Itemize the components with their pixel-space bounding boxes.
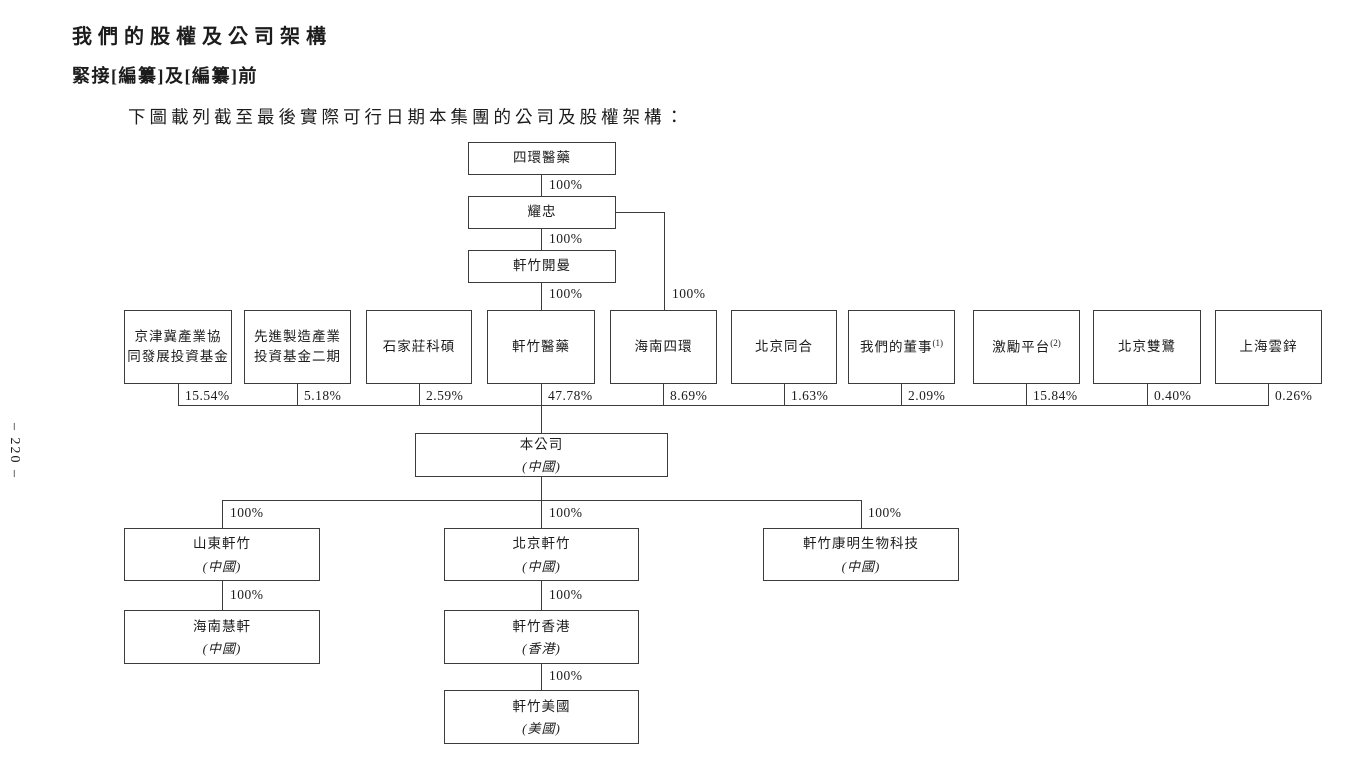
node-jingjinji-fund: 京津冀產業協 同發展投資基金 — [124, 310, 232, 384]
node-label: 軒竹美國 — [512, 698, 571, 714]
ownership-label: 100% — [549, 668, 583, 683]
node-label: 北京同合 — [755, 338, 813, 354]
node-shandong-xuanzhu: 山東軒竹 (中國) — [124, 528, 320, 581]
connector-line — [1147, 384, 1148, 405]
connector-line — [663, 384, 664, 405]
ownership-label: 100% — [230, 505, 264, 520]
page-title: 我們的股權及公司架構 — [72, 26, 332, 48]
connector-line — [616, 212, 664, 213]
connector-line — [541, 283, 542, 310]
ownership-label: 8.69% — [670, 388, 708, 403]
ownership-label: 2.09% — [908, 388, 946, 403]
ownership-label: 15.84% — [1033, 388, 1078, 403]
node-incentive-platforms: 激勵平台(2) — [973, 310, 1080, 384]
ownership-label: 47.78% — [548, 388, 593, 403]
connector-line — [541, 477, 542, 500]
connector-line — [901, 384, 902, 405]
connector-line — [541, 229, 542, 250]
node-beijing-shuanglu: 北京雙鷺 — [1093, 310, 1201, 384]
connector-line — [861, 500, 862, 528]
node-label: 軒竹醫藥 — [512, 338, 570, 354]
ownership-label: 100% — [672, 286, 706, 301]
node-xuanzhu-cayman: 軒竹開曼 — [468, 250, 616, 283]
connector-line — [1026, 384, 1027, 405]
node-xuanzhu-us: 軒竹美國 (美國) — [444, 690, 639, 744]
footnote-marker: (2) — [1050, 337, 1061, 348]
connector-line — [541, 500, 542, 528]
connector-line — [297, 384, 298, 405]
node-jurisdiction: (中國) — [202, 641, 242, 657]
connector-line — [541, 664, 542, 690]
ownership-label: 100% — [868, 505, 902, 520]
node-label: 本公司 — [519, 436, 564, 452]
node-label: 京津冀產業協 同發展投資基金 — [127, 328, 229, 364]
node-advanced-manufacturing-fund: 先進製造產業 投資基金二期 — [244, 310, 351, 384]
connector-line — [222, 500, 223, 528]
connector-line — [178, 405, 1269, 406]
node-label: 我們的董事(1) — [860, 337, 944, 355]
section-subtitle: 緊接[編纂]及[編纂]前 — [72, 66, 258, 86]
ownership-label: 15.54% — [185, 388, 230, 403]
node-label: 軒竹香港 — [512, 618, 571, 634]
node-label: 北京軒竹 — [512, 536, 571, 552]
node-jurisdiction: (中國) — [202, 558, 242, 574]
node-label: 石家莊科碩 — [382, 338, 456, 354]
ownership-label: 2.59% — [426, 388, 464, 403]
page-number: – 220 – — [7, 423, 22, 479]
node-beijing-tonghe: 北京同合 — [731, 310, 837, 384]
node-hainan-huixuan: 海南慧軒 (中國) — [124, 610, 320, 664]
node-yaozhong: 耀忠 — [468, 196, 616, 229]
ownership-label: 0.40% — [1154, 388, 1192, 403]
intro-text: 下圖載列截至最後實際可行日期本集團的公司及股權架構： — [128, 107, 687, 127]
connector-line — [1268, 384, 1269, 405]
node-jurisdiction: (美國) — [522, 721, 561, 737]
node-beijing-xuanzhu: 北京軒竹 (中國) — [444, 528, 639, 581]
connector-line — [784, 384, 785, 405]
ownership-label: 100% — [549, 587, 583, 602]
node-label: 海南慧軒 — [193, 618, 251, 634]
connector-line — [178, 384, 179, 405]
connector-line — [222, 500, 862, 501]
ownership-label: 100% — [549, 177, 583, 192]
connector-line — [419, 384, 420, 405]
node-label: 軒竹康明生物科技 — [803, 536, 919, 552]
ownership-label: 100% — [549, 505, 583, 520]
ownership-label: 100% — [549, 286, 583, 301]
ownership-label: 5.18% — [304, 388, 342, 403]
node-label: 北京雙鷺 — [1118, 338, 1176, 354]
footnote-marker: (1) — [932, 337, 944, 348]
node-jurisdiction: (中國) — [522, 459, 561, 475]
connector-line — [541, 384, 542, 405]
node-label: 四環醫藥 — [513, 150, 571, 166]
node-jurisdiction: (中國) — [522, 558, 561, 574]
node-label: 軒竹開曼 — [513, 258, 571, 274]
node-sihuan-pharma: 四環醫藥 — [468, 142, 616, 175]
connector-line — [541, 175, 542, 196]
node-jurisdiction: (香港) — [522, 641, 561, 657]
node-jurisdiction: (中國) — [841, 558, 881, 574]
ownership-label: 100% — [230, 587, 264, 602]
node-shanghai-yunxin: 上海雲鋅 — [1215, 310, 1322, 384]
node-label: 海南四環 — [634, 338, 693, 354]
node-our-directors: 我們的董事(1) — [848, 310, 955, 384]
ownership-label: 1.63% — [791, 388, 829, 403]
node-label: 山東軒竹 — [193, 536, 251, 552]
node-label: 耀忠 — [527, 204, 557, 220]
ownership-label: 0.26% — [1275, 388, 1313, 403]
node-label: 激勵平台(2) — [992, 337, 1061, 355]
connector-line — [541, 581, 542, 610]
node-label: 先進製造產業 投資基金二期 — [254, 328, 341, 364]
connector-line — [664, 212, 665, 310]
node-hainan-sihuan: 海南四環 — [610, 310, 717, 384]
node-xuanzhu-hk: 軒竹香港 (香港) — [444, 610, 639, 664]
connector-line — [222, 581, 223, 610]
node-label: 上海雲鋅 — [1239, 338, 1298, 354]
node-shijiazhuang-keshuo: 石家莊科碩 — [366, 310, 472, 384]
node-xuanzhu-kangming: 軒竹康明生物科技 (中國) — [763, 528, 959, 581]
ownership-label: 100% — [549, 231, 583, 246]
node-xuanzhu-pharma: 軒竹醫藥 — [487, 310, 595, 384]
node-company: 本公司 (中國) — [415, 433, 668, 477]
connector-line — [541, 405, 542, 433]
